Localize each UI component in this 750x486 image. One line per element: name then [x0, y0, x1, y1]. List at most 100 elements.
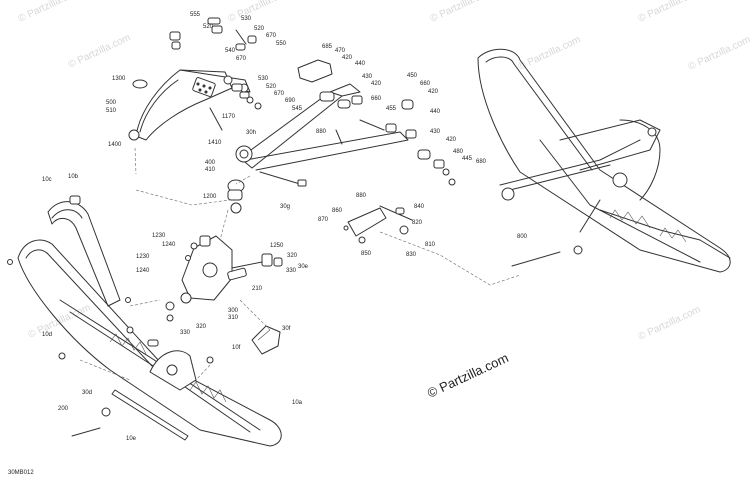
callout: 440 — [355, 61, 366, 67]
callout: 330 — [286, 268, 297, 274]
watermark-text: © Partzilla.com — [637, 0, 703, 25]
callout: 670 — [236, 56, 247, 62]
callout: 520 — [254, 26, 265, 32]
callout: 300 — [228, 308, 239, 314]
callout: 1400 — [108, 142, 122, 148]
spindle — [165, 235, 283, 322]
lower-a-arm — [227, 83, 409, 201]
callout: 420 — [428, 89, 439, 95]
callout: 450 — [407, 73, 418, 79]
ski-left — [17, 239, 282, 447]
upper-bushing-stack — [169, 17, 262, 131]
ski-assembly-right — [477, 48, 731, 273]
callout: 1410 — [208, 140, 222, 146]
callout: 1250 — [270, 243, 284, 249]
callout: 800 — [517, 234, 528, 240]
callout: 445 — [462, 156, 473, 162]
callout: 30h — [246, 130, 256, 136]
callout: 545 — [292, 106, 303, 112]
callout: 500 — [106, 100, 117, 106]
callout: 310 — [228, 315, 239, 321]
callout: 840 — [414, 204, 425, 210]
upper-a-arm — [128, 69, 251, 141]
callout: 660 — [420, 81, 431, 87]
callout: 330 — [180, 330, 191, 336]
watermark-text: © Partzilla.com — [517, 34, 583, 72]
wear-runner — [71, 389, 189, 441]
callout: 420 — [446, 137, 457, 143]
front-bushing-stack — [297, 59, 456, 186]
watermark-text: © Partzilla.com — [227, 0, 293, 25]
callout: 810 — [425, 242, 436, 248]
callout: 440 — [430, 109, 441, 115]
callout: 1240 — [162, 242, 176, 248]
callout: 430 — [430, 129, 441, 135]
callout: 1240 — [136, 268, 150, 274]
callout: 530 — [258, 76, 269, 82]
callout: 520 — [266, 84, 277, 90]
callout: 870 — [318, 217, 329, 223]
callout: 530 — [241, 16, 252, 22]
callout: 320 — [196, 324, 207, 330]
callout: 860 — [332, 208, 343, 214]
callout: 10f — [232, 345, 241, 351]
callout: 210 — [252, 286, 263, 292]
callout: 10d — [42, 332, 52, 338]
callout: 30d — [82, 390, 92, 396]
callout: 30e — [298, 264, 309, 270]
watermark-text: © Partzilla.com — [687, 34, 750, 72]
callout: 10b — [68, 174, 79, 180]
callout: 670 — [266, 33, 277, 39]
steering-bracket-30f — [251, 325, 281, 355]
watermark-text: © Partzilla.com — [17, 0, 83, 25]
callout: 520 — [203, 24, 214, 30]
callout: 430 — [362, 74, 373, 80]
callout: 555 — [190, 12, 201, 18]
callout: 30f — [282, 326, 291, 332]
callout: 685 — [322, 44, 333, 50]
callout-labels: 555 520 530 520 670 540 670 550 1300 500… — [42, 12, 528, 442]
callout: 455 — [386, 106, 397, 112]
callout: 880 — [316, 129, 327, 135]
callout: 480 — [453, 149, 464, 155]
callout: 200 — [58, 406, 69, 412]
callout: 420 — [371, 81, 382, 87]
callout: 540 — [225, 48, 236, 54]
callout: 1300 — [112, 76, 126, 82]
callout: 660 — [371, 96, 382, 102]
copyright-text: © Partzilla.com — [425, 350, 511, 401]
watermark-text: © Partzilla.com — [429, 0, 495, 25]
callout: 680 — [476, 159, 487, 165]
watermark-layer: © Partzilla.com © Partzilla.com © Partzi… — [17, 0, 750, 343]
callout: 1200 — [203, 194, 217, 200]
callout: 880 — [356, 193, 367, 199]
diagram-code: 30MB012 — [8, 470, 34, 476]
callout: 670 — [274, 91, 285, 97]
watermark-text: © Partzilla.com — [637, 304, 703, 342]
callout: 850 — [361, 251, 372, 257]
callout: 470 — [335, 48, 346, 54]
callout: 550 — [276, 41, 287, 47]
callout: 510 — [106, 108, 117, 114]
callout: 10e — [126, 436, 137, 442]
callout: 30g — [280, 204, 290, 210]
callout: 1170 — [222, 114, 236, 120]
callout: 10c — [42, 177, 52, 183]
callout: 690 — [285, 98, 296, 104]
callout: 410 — [205, 167, 216, 173]
misc-hardware — [7, 202, 561, 364]
callout: 10a — [292, 400, 303, 406]
leader-lines — [79, 147, 521, 381]
callout: 830 — [406, 252, 417, 258]
ski-loop-10c — [47, 195, 121, 307]
watermark-text: © Partzilla.com — [27, 302, 93, 340]
callout: 1230 — [136, 254, 150, 260]
watermark-text: © Partzilla.com — [67, 32, 133, 70]
callout: 400 — [205, 160, 216, 166]
callout: 420 — [342, 55, 353, 61]
callout: 820 — [412, 220, 423, 226]
callout: 320 — [287, 253, 298, 259]
callout: 1230 — [152, 233, 166, 239]
